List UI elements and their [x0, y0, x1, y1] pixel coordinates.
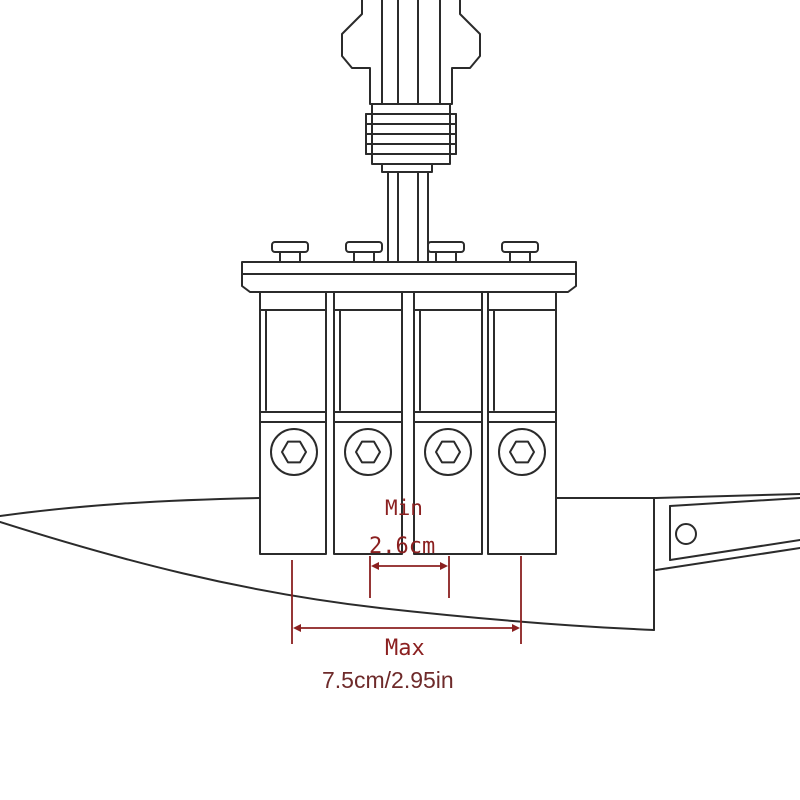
support-rod	[381, 163, 433, 263]
knob-screw-icon	[345, 241, 383, 263]
hex-socket-screw-icon	[424, 428, 472, 476]
threaded-collar	[365, 103, 457, 165]
knob-screw-icon	[501, 241, 539, 263]
clamp-jaw	[333, 291, 403, 555]
max-label: Max	[385, 636, 425, 661]
knob-screw-icon	[427, 241, 465, 263]
knife-handle	[655, 493, 800, 571]
max-dimension-line	[291, 556, 522, 644]
knife-blade	[0, 497, 657, 631]
max-value: 7.5cm/2.95in	[322, 667, 454, 693]
clamp-jaw	[413, 291, 483, 555]
min-dimension-line	[369, 556, 450, 598]
hex-socket-screw-icon	[270, 428, 318, 476]
min-label: Min	[385, 496, 423, 520]
knob-screw-icon	[271, 241, 309, 263]
hex-socket-screw-icon	[344, 428, 392, 476]
clamp-jaw	[259, 291, 327, 555]
rivet-hole-icon	[675, 523, 697, 545]
top-plate	[241, 261, 577, 293]
handle-top	[341, 0, 481, 105]
hex-socket-screw-icon	[498, 428, 546, 476]
clamp-jaw	[487, 291, 557, 555]
min-value: 2.6cm	[369, 534, 436, 559]
